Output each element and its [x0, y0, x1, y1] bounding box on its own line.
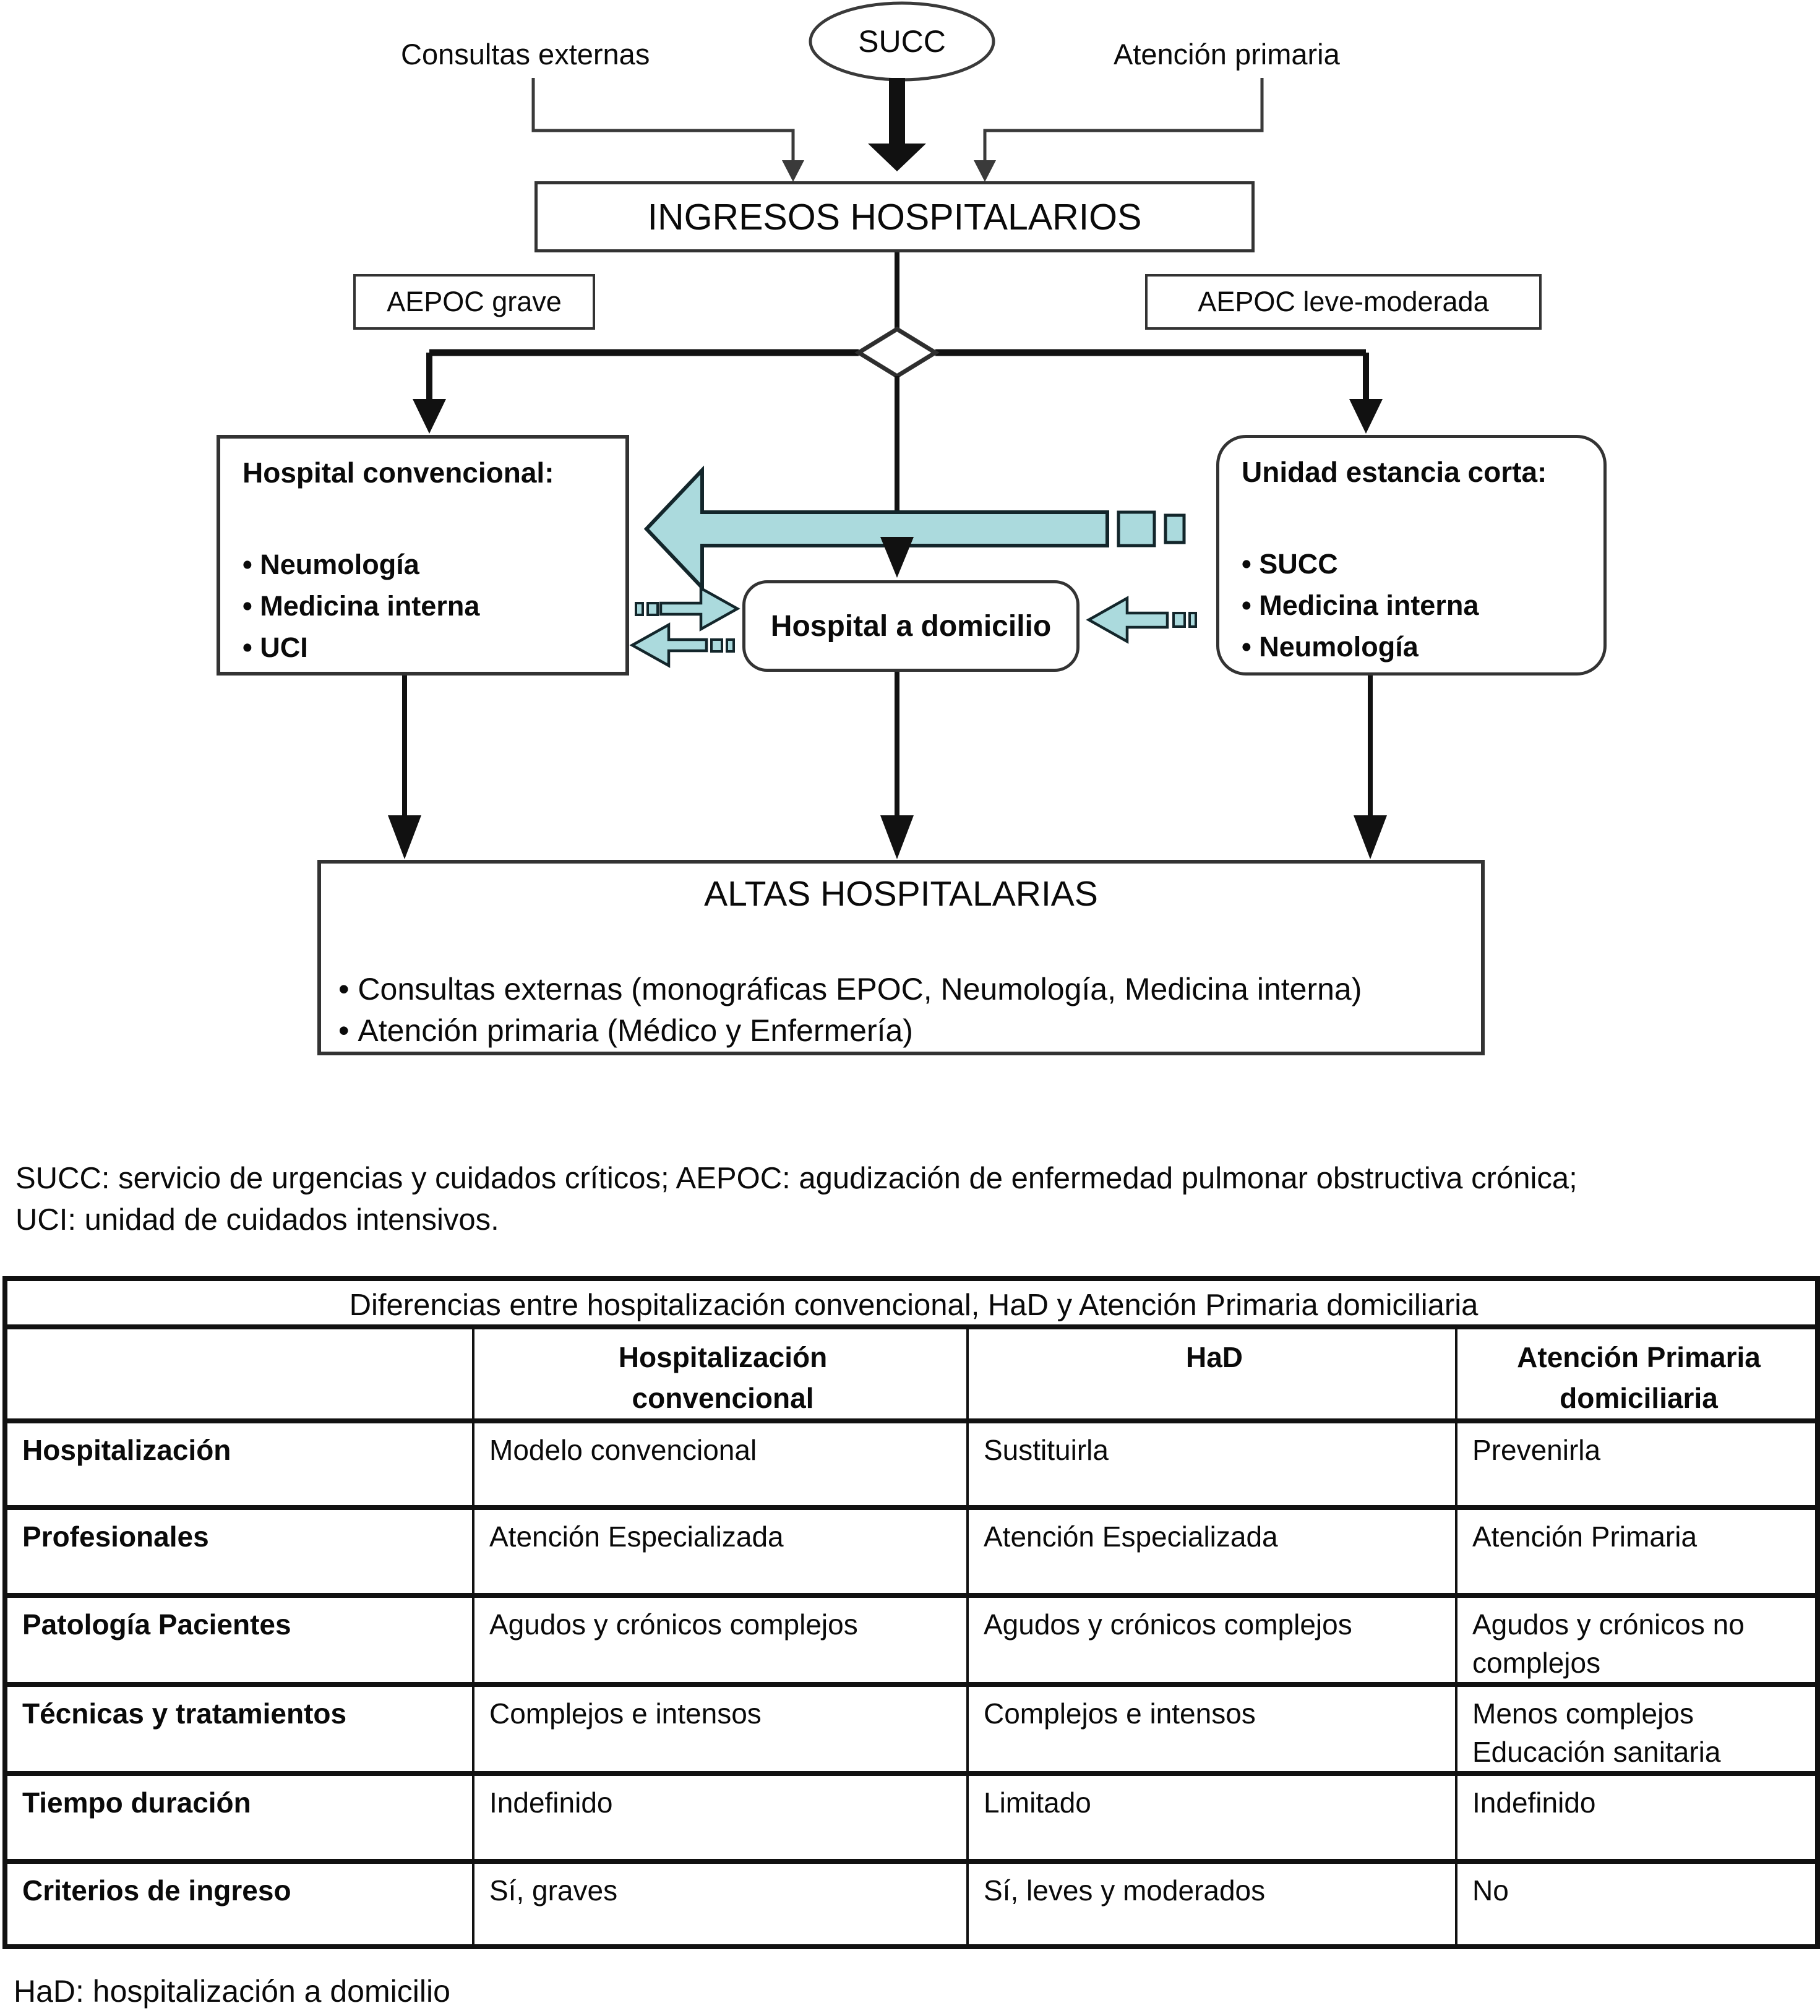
- row-label: Criterios de ingreso: [4, 1859, 474, 1949]
- branch-arrow-right: [1349, 353, 1383, 434]
- table-cell: Complejos e intensos: [966, 1682, 1457, 1776]
- table-cell: Modelo convencional: [472, 1418, 969, 1510]
- table-row: Tiempo duración Indefinido Limitado Inde…: [4, 1771, 1819, 1864]
- list-item: UCI: [243, 627, 479, 668]
- list-item: SUCC: [1242, 543, 1479, 585]
- table-row: Técnicas y tratamientos Complejos e inte…: [4, 1682, 1819, 1776]
- hospital-convencional-list: Neumología Medicina interna UCI: [243, 544, 479, 668]
- table-cell: Atención Primaria: [1455, 1505, 1819, 1598]
- ingresos-hospitalarios-box: INGRESOS HOSPITALARIOS: [534, 181, 1255, 252]
- hospital-a-domicilio-box: Hospital a domicilio: [742, 580, 1080, 672]
- return-arrow-from-unidad: [1086, 596, 1197, 644]
- table-row: Patología Pacientes Agudos y crónicos co…: [4, 1593, 1819, 1687]
- table-cell: Indefinido: [1455, 1771, 1819, 1864]
- column-header: [4, 1324, 474, 1423]
- hospital-convencional-title: Hospital convencional:: [243, 457, 554, 489]
- table-title: Diferencias entre hospitalización conven…: [4, 1276, 1819, 1329]
- decision-diamond: [854, 326, 940, 379]
- table-cell: Indefinido: [472, 1771, 969, 1864]
- altas-hospitalarias-box: ALTAS HOSPITALARIAS Consultas externas (…: [317, 860, 1485, 1055]
- exchange-arrow-to-domicilio: [635, 586, 740, 632]
- table-row: Hospitalización Modelo convencional Sust…: [4, 1418, 1819, 1510]
- comparison-table: Diferencias entre hospitalización conven…: [2, 1276, 1820, 1949]
- table-cell: Limitado: [966, 1771, 1457, 1864]
- connector-atencion-primaria: [974, 78, 1264, 182]
- table-title-row: Diferencias entre hospitalización conven…: [4, 1276, 1819, 1329]
- table-cell: Atención Especializada: [966, 1505, 1457, 1598]
- table-cell: Sí, leves y moderados: [966, 1859, 1457, 1949]
- aepoc-grave-box: AEPOC grave: [353, 274, 595, 330]
- column-header: Hospitalización convencional: [472, 1324, 969, 1423]
- column-header: Atención Primaria domiciliaria: [1455, 1324, 1819, 1423]
- exchange-arrow-to-convencional: [629, 622, 735, 668]
- unidad-estancia-corta-title: Unidad estancia corta:: [1242, 456, 1547, 488]
- table-cell: No: [1455, 1859, 1819, 1949]
- table-cell: Agudos y crónicos no complejos: [1455, 1593, 1819, 1687]
- big-return-arrow: [643, 465, 1186, 593]
- table-cell: Atención Especializada: [472, 1505, 969, 1598]
- aepoc-leve-moderada-box: AEPOC leve-moderada: [1145, 274, 1542, 330]
- table-cell: Agudos y crónicos complejos: [472, 1593, 969, 1687]
- atencion-primaria-label: Atención primaria: [1114, 38, 1340, 71]
- table-cell: Menos complejos Educación sanitaria: [1455, 1682, 1819, 1776]
- ingresos-to-diamond-line: [895, 252, 899, 330]
- list-item: Medicina interna: [1242, 585, 1479, 626]
- unidad-estancia-corta-list: SUCC Medicina interna Neumología: [1242, 543, 1479, 667]
- altas-arrow-right: [1354, 676, 1387, 859]
- aepoc-grave-label: AEPOC grave: [387, 286, 562, 317]
- altas-hospitalarias-title: ALTAS HOSPITALARIAS: [704, 874, 1098, 914]
- altas-hospitalarias-list: Consultas externas (monográficas EPOC, N…: [338, 969, 1362, 1052]
- table-cell: Complejos e intensos: [472, 1682, 969, 1776]
- row-label: Técnicas y tratamientos: [4, 1682, 474, 1776]
- hospital-a-domicilio-label: Hospital a domicilio: [770, 609, 1052, 643]
- list-item: Medicina interna: [243, 585, 479, 627]
- row-label: Patología Pacientes: [4, 1593, 474, 1687]
- table-row: Profesionales Atención Especializada Ate…: [4, 1505, 1819, 1598]
- aepoc-leve-moderada-label: AEPOC leve-moderada: [1198, 286, 1489, 317]
- table-cell: Sí, graves: [472, 1859, 969, 1949]
- consultas-externas-label: Consultas externas: [401, 38, 650, 71]
- column-header: HaD: [966, 1324, 1457, 1423]
- list-item: Neumología: [1242, 626, 1479, 667]
- had-footnote: HaD: hospitalización a domicilio: [14, 1974, 450, 2009]
- center-drop-line: [895, 376, 899, 538]
- table-cell: Sustituirla: [966, 1418, 1457, 1510]
- ingresos-title: INGRESOS HOSPITALARIOS: [647, 196, 1142, 238]
- table-cell: Prevenirla: [1455, 1418, 1819, 1510]
- unidad-estancia-corta-box: Unidad estancia corta: SUCC Medicina int…: [1216, 435, 1607, 676]
- list-item: Atención primaria (Médico y Enfermería): [338, 1010, 1362, 1052]
- succ-down-arrow: [868, 78, 926, 171]
- branch-arrow-left: [413, 353, 446, 434]
- row-label: Profesionales: [4, 1505, 474, 1598]
- connector-consultas-externas: [531, 78, 804, 182]
- list-item: Neumología: [243, 544, 479, 585]
- center-drop-arrowhead: [880, 537, 914, 578]
- list-item: Consultas externas (monográficas EPOC, N…: [338, 969, 1362, 1010]
- table-row: Criterios de ingreso Sí, graves Sí, leve…: [4, 1859, 1819, 1949]
- row-label: Hospitalización: [4, 1418, 474, 1510]
- table-cell: Agudos y crónicos complejos: [966, 1593, 1457, 1687]
- table-header-row: Hospitalización convencional HaD Atenció…: [4, 1324, 1819, 1423]
- abbreviations-footnote: SUCC: servicio de urgencias y cuidados c…: [15, 1162, 1577, 1237]
- hospital-convencional-box: Hospital convencional: Neumología Medici…: [217, 435, 629, 676]
- succ-ellipse-label: SUCC: [858, 24, 946, 59]
- row-label: Tiempo duración: [4, 1771, 474, 1864]
- altas-arrow-left: [388, 676, 421, 859]
- altas-arrow-center: [880, 672, 914, 859]
